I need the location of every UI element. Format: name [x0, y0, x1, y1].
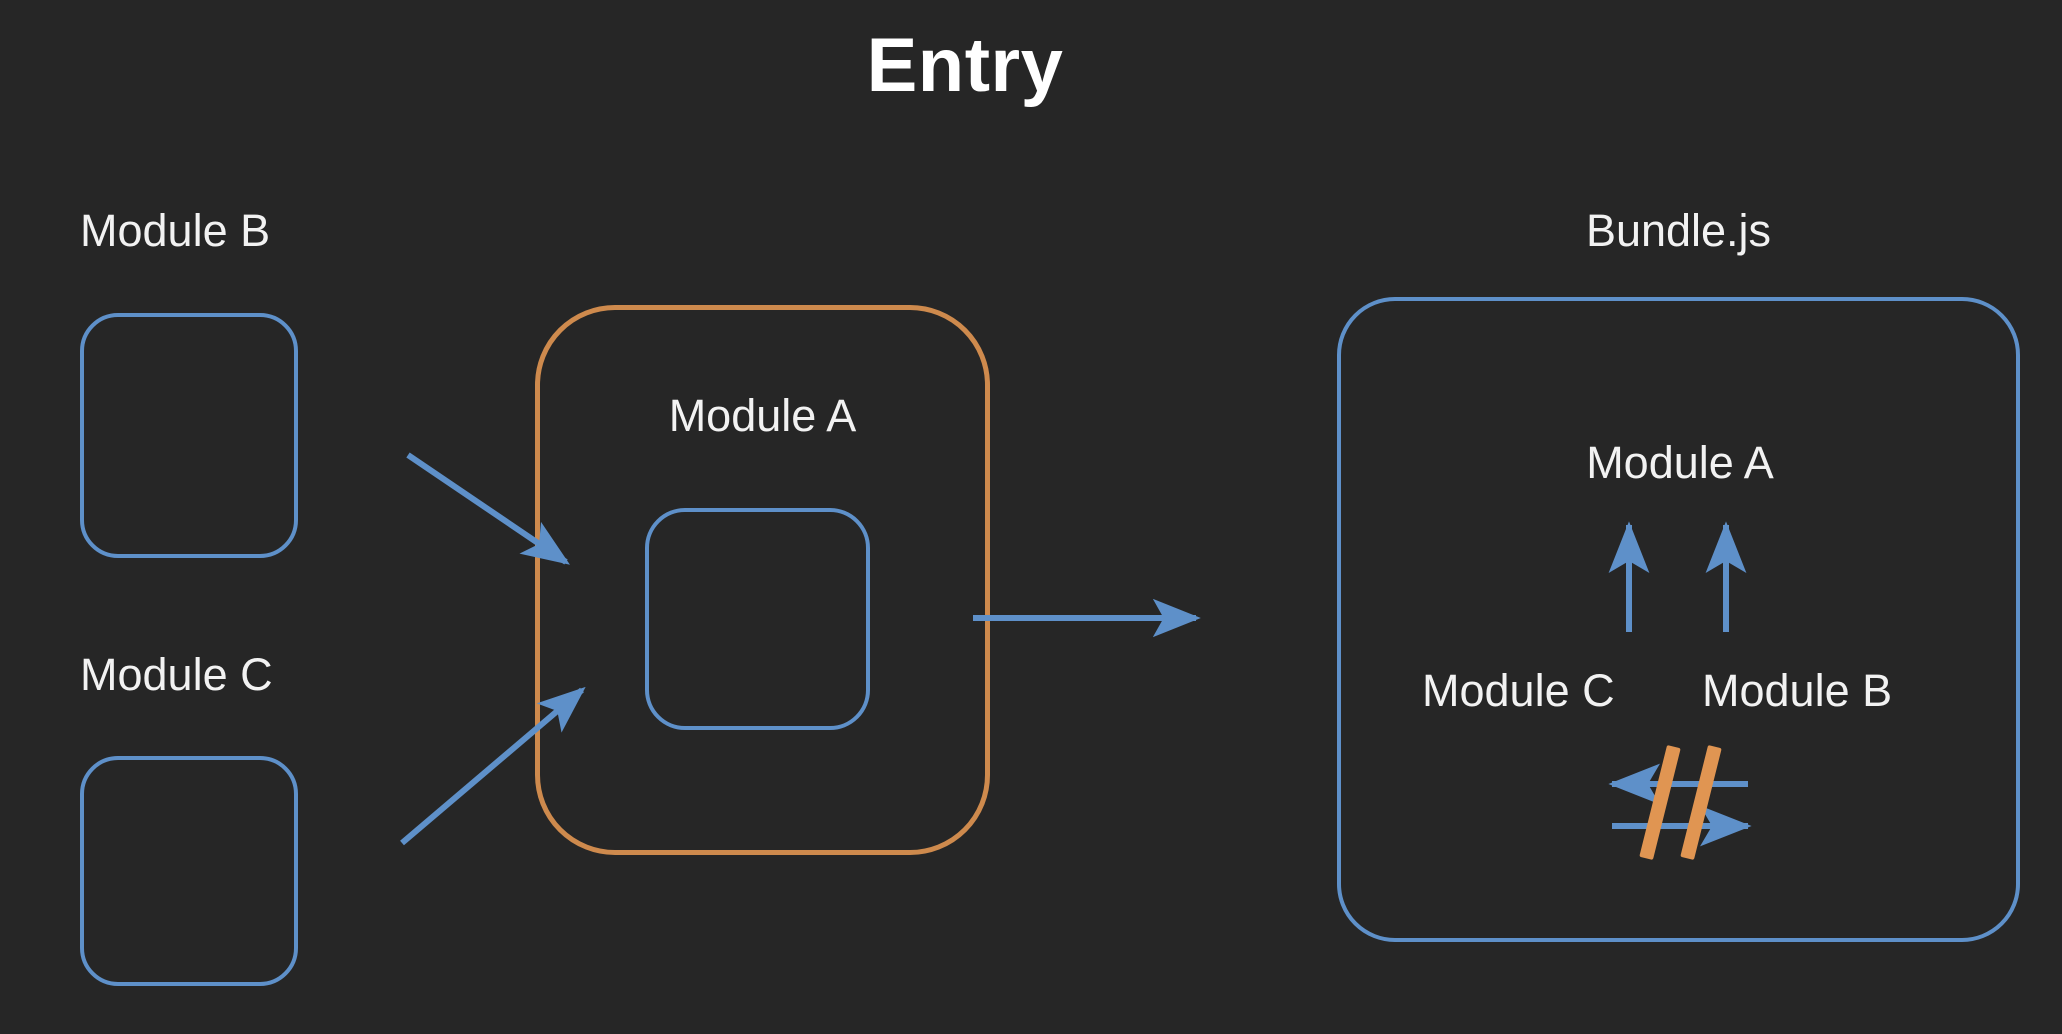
page-title: Entry: [866, 23, 1064, 108]
bundle-label: Bundle.js: [1585, 205, 1772, 256]
bundle-module-b-label: Module B: [1702, 665, 1893, 716]
module-b-box: [80, 313, 298, 558]
module-c-box: [80, 756, 298, 986]
bundle-module-a-label: Module A: [1586, 437, 1774, 488]
module-a-label: Module A: [668, 390, 857, 441]
bundle-module-c-label: Module C: [1422, 665, 1615, 716]
module-a-inner-box: [645, 508, 870, 730]
module-b-label: Module B: [80, 205, 271, 256]
module-c-label: Module C: [80, 649, 273, 700]
bundle-box: [1337, 297, 2020, 942]
entry-outer-box: [535, 305, 990, 855]
